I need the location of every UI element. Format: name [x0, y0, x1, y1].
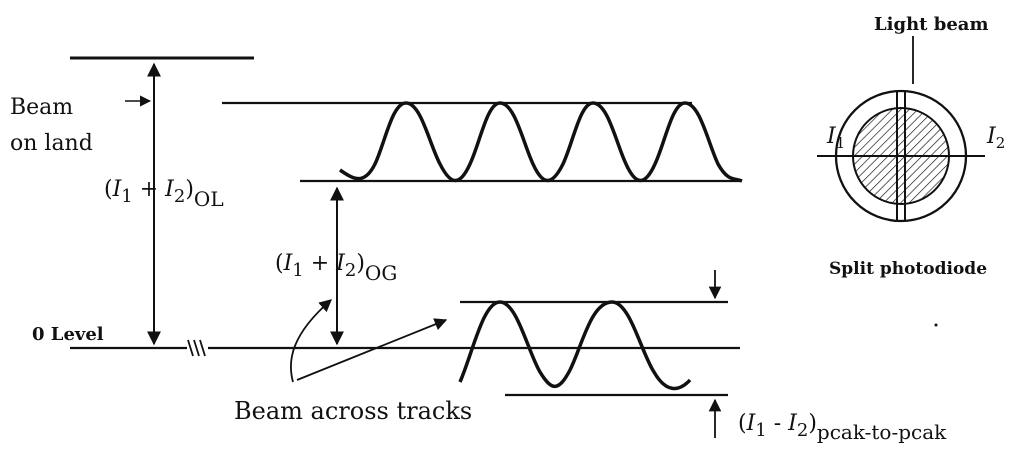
- beam-on-land-label-line2: on land: [10, 131, 93, 156]
- beam-on-land-label-line1: Beam: [10, 95, 73, 120]
- split-photodiode-label: Split photodiode: [829, 259, 987, 279]
- og-expression: (I1 + I2)OG: [275, 251, 397, 285]
- ol-expression: (I1 + I2)OL: [104, 177, 224, 211]
- lower-sine-wave: [458, 300, 692, 391]
- zero-level-label: 0 Level: [32, 324, 104, 345]
- zero-level-break-mark: [187, 339, 206, 357]
- beam-across-pointer-curve: [290, 299, 332, 383]
- upper-sine-wave: [339, 101, 743, 183]
- light-beam-label: Light beam: [874, 14, 989, 35]
- small-dot: [934, 323, 938, 327]
- beam-across-pointer-line: [296, 318, 448, 381]
- peak-to-peak-expression: (I1 - I2)pcak-to-pcak: [738, 411, 947, 444]
- i1-label: I1: [826, 124, 845, 152]
- beam-across-tracks-label: Beam across tracks: [234, 397, 472, 425]
- i2-label: I2: [986, 124, 1005, 152]
